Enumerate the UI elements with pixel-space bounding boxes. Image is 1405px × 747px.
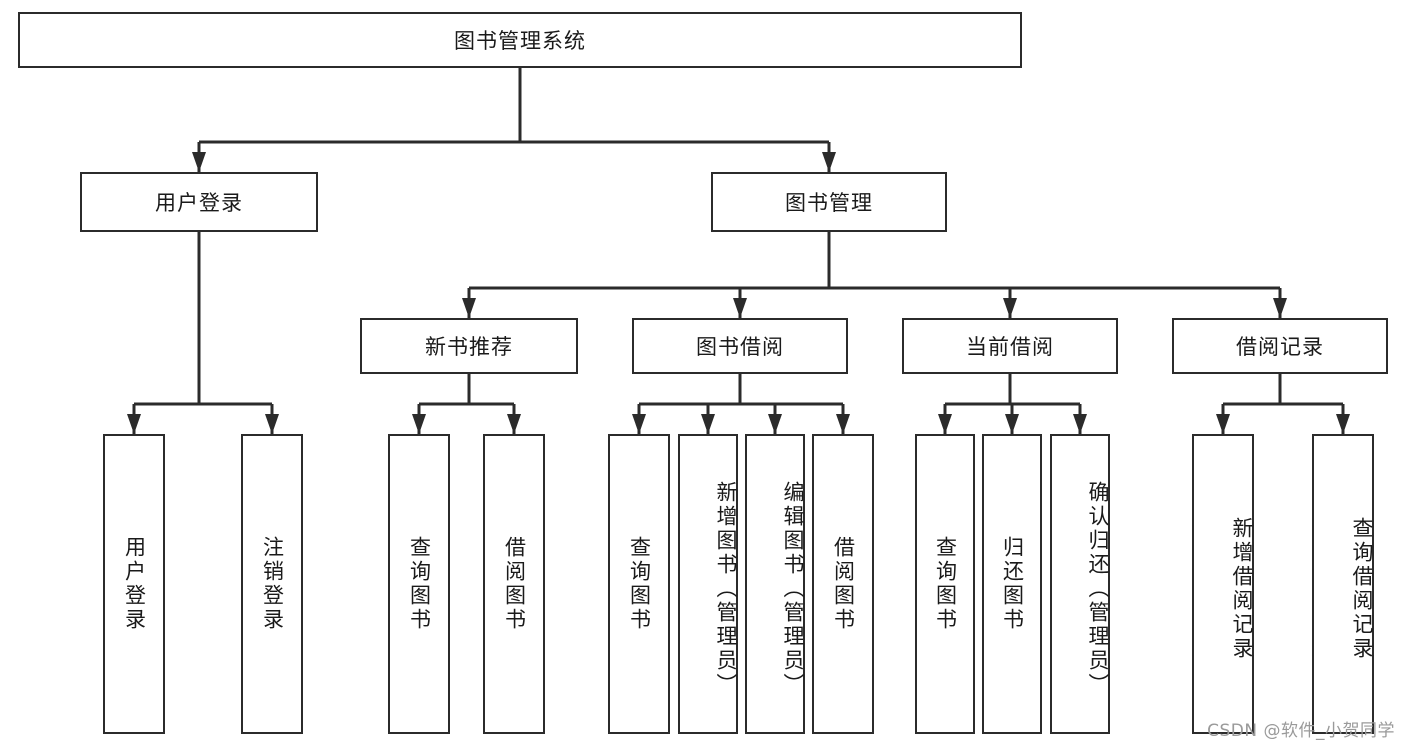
edge-arrowhead — [412, 414, 426, 434]
node-label: 新增图书（管理员） — [714, 481, 738, 697]
edge-arrowhead — [507, 414, 521, 434]
node-login[interactable]: 用户登录 — [80, 172, 318, 232]
edge-arrowhead — [1273, 298, 1287, 318]
edge-arrowhead — [938, 414, 952, 434]
node-label: 用户登录 — [122, 536, 147, 632]
node-label: 新书推荐 — [425, 335, 513, 359]
node-leaf-10[interactable]: 归还图书 — [982, 434, 1042, 734]
node-label: 借阅记录 — [1236, 335, 1324, 359]
node-label: 查询图书 — [407, 536, 432, 632]
node-label: 注销登录 — [260, 536, 285, 632]
node-root[interactable]: 图书管理系统 — [18, 12, 1022, 68]
node-label: 用户登录 — [155, 191, 243, 215]
node-current[interactable]: 当前借阅 — [902, 318, 1118, 374]
edge-arrowhead — [265, 414, 279, 434]
edge-arrowhead — [768, 414, 782, 434]
node-label: 查询借阅记录 — [1350, 517, 1374, 661]
node-label: 确认归还（管理员） — [1086, 481, 1110, 697]
edge-arrowhead — [836, 414, 850, 434]
node-newbook[interactable]: 新书推荐 — [360, 318, 578, 374]
node-label: 当前借阅 — [966, 335, 1054, 359]
watermark: CSDN @软件_小贺同学 — [1207, 721, 1395, 741]
node-label: 借阅图书 — [831, 536, 856, 632]
node-leaf-2[interactable]: 注销登录 — [241, 434, 303, 734]
node-records[interactable]: 借阅记录 — [1172, 318, 1388, 374]
node-bookmgmt[interactable]: 图书管理 — [711, 172, 947, 232]
node-label: 图书管理系统 — [454, 29, 586, 53]
edge-arrowhead — [701, 414, 715, 434]
edge-arrowhead — [127, 414, 141, 434]
node-leaf-8[interactable]: 借阅图书 — [812, 434, 874, 734]
node-leaf-3[interactable]: 查询图书 — [388, 434, 450, 734]
node-leaf-12[interactable]: 新增借阅记录 — [1192, 434, 1254, 734]
edge-arrowhead — [822, 152, 836, 172]
node-leaf-7[interactable]: 编辑图书（管理员） — [745, 434, 805, 734]
node-leaf-1[interactable]: 用户登录 — [103, 434, 165, 734]
node-leaf-6[interactable]: 新增图书（管理员） — [678, 434, 738, 734]
node-label: 图书管理 — [785, 191, 873, 215]
edge-arrowhead — [1073, 414, 1087, 434]
edge-arrowhead — [462, 298, 476, 318]
node-label: 查询图书 — [933, 536, 958, 632]
node-borrow[interactable]: 图书借阅 — [632, 318, 848, 374]
edge-arrowhead — [1005, 414, 1019, 434]
node-leaf-11[interactable]: 确认归还（管理员） — [1050, 434, 1110, 734]
edge-arrowhead — [192, 152, 206, 172]
node-leaf-5[interactable]: 查询图书 — [608, 434, 670, 734]
edge-arrowhead — [733, 298, 747, 318]
node-label: 查询图书 — [627, 536, 652, 632]
edge-arrowhead — [1336, 414, 1350, 434]
node-leaf-9[interactable]: 查询图书 — [915, 434, 975, 734]
node-label: 归还图书 — [1000, 536, 1025, 632]
node-leaf-4[interactable]: 借阅图书 — [483, 434, 545, 734]
node-label: 图书借阅 — [696, 335, 784, 359]
edge-arrowhead — [1003, 298, 1017, 318]
edge-arrowhead — [1216, 414, 1230, 434]
node-label: 借阅图书 — [502, 536, 527, 632]
node-label: 编辑图书（管理员） — [781, 481, 805, 697]
node-label: 新增借阅记录 — [1230, 517, 1254, 661]
edge-arrowhead — [632, 414, 646, 434]
node-leaf-13[interactable]: 查询借阅记录 — [1312, 434, 1374, 734]
